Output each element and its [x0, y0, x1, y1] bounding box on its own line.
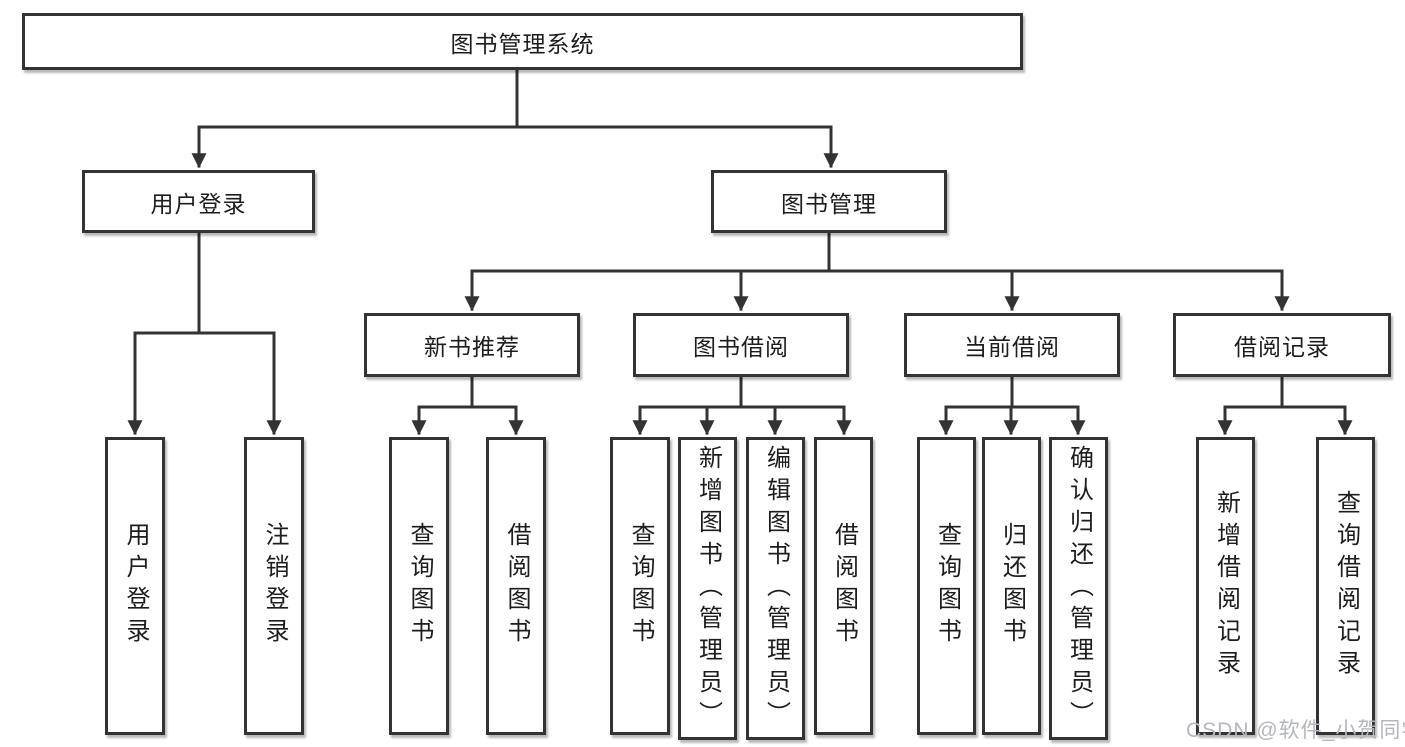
leaf-query-books-recommend: 查询图书 [389, 437, 449, 735]
node-label: 借阅图书 [503, 522, 530, 650]
node-borrow-records: 借阅记录 [1173, 313, 1391, 377]
node-label: 确认归还（管理员） [1065, 444, 1093, 733]
leaf-query-borrow-record: 查询借阅记录 [1316, 437, 1375, 735]
leaf-logout: 注销登录 [244, 437, 304, 735]
leaf-add-borrow-record: 新增借阅记录 [1196, 437, 1255, 735]
leaf-edit-book-admin: 编辑图书（管理员） [746, 437, 805, 740]
leaf-confirm-return-admin: 确认归还（管理员） [1049, 437, 1108, 740]
node-label: 查询借阅记录 [1332, 490, 1360, 682]
leaf-borrow-books-borrowing: 借阅图书 [814, 437, 873, 735]
node-label: 图书管理 [781, 190, 877, 217]
node-label: 图书管理系统 [450, 30, 595, 57]
leaf-add-book-admin: 新增图书（管理员） [678, 437, 737, 740]
leaf-user-login: 用户登录 [105, 437, 165, 735]
node-label: 借阅图书 [830, 522, 858, 650]
leaf-query-books-borrowing: 查询图书 [610, 437, 670, 735]
node-label: 查询图书 [627, 522, 654, 650]
node-library-management-system: 图书管理系统 [22, 13, 1023, 70]
node-current-borrowing: 当前借阅 [904, 313, 1120, 377]
csdn-watermark: CSDN @软件_小贺同学 [1186, 719, 1405, 742]
leaf-return-book: 归还图书 [982, 437, 1041, 735]
node-label: 当前借阅 [964, 334, 1060, 360]
node-label: 用户登录 [122, 522, 149, 650]
node-label: 归还图书 [998, 522, 1026, 650]
node-label: 图书借阅 [693, 334, 789, 360]
node-book-management: 图书管理 [711, 170, 947, 233]
node-user-login: 用户登录 [82, 170, 315, 233]
leaf-query-books-current: 查询图书 [917, 437, 976, 735]
node-label: 新增图书（管理员） [694, 444, 722, 733]
node-label: 查询图书 [933, 522, 961, 650]
node-label: 新书推荐 [424, 334, 520, 360]
node-new-book-recommend: 新书推荐 [364, 313, 580, 377]
leaf-borrow-books-recommend: 借阅图书 [486, 437, 546, 735]
node-label: 编辑图书（管理员） [762, 444, 790, 733]
node-book-borrowing: 图书借阅 [633, 313, 849, 377]
node-label: 查询图书 [406, 522, 433, 650]
node-label: 注销登录 [261, 522, 288, 650]
node-label: 新增借阅记录 [1212, 490, 1240, 682]
node-label: 用户登录 [150, 190, 247, 217]
node-label: 借阅记录 [1234, 334, 1330, 360]
